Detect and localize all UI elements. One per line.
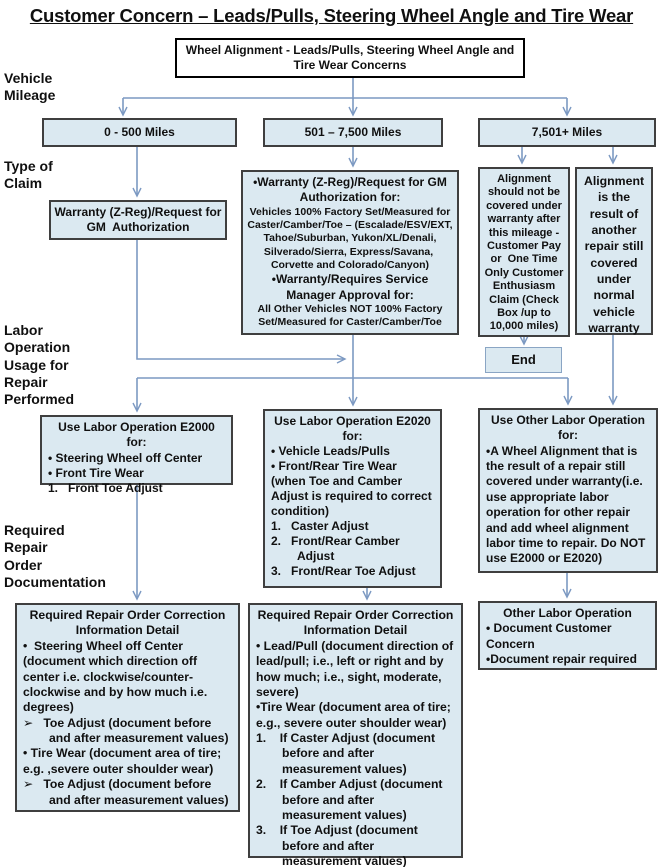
e2020-bullet-2: • Front/Rear Tire Wear (when Toe and Cam… bbox=[271, 459, 432, 518]
docs-right-bullet-2: •Document repair required bbox=[486, 652, 637, 667]
end-box: End bbox=[485, 347, 562, 373]
e2020-step-2: 2. Front/Rear Camber Adjust bbox=[271, 534, 400, 563]
page-title: Customer Concern – Leads/Pulls, Steering… bbox=[29, 5, 634, 26]
mileage-box-0-500-label: 0 - 500 Miles bbox=[104, 124, 175, 139]
e2000-bullet-2: • Front Tire Wear bbox=[48, 466, 144, 481]
end-box-label: End bbox=[511, 351, 536, 367]
docs-left-title: Required Repair Order Correction Informa… bbox=[29, 608, 226, 638]
claim-warranty-box: Warranty (Z-Reg)/Request for GM Authoriz… bbox=[49, 200, 227, 240]
e2000-step-1: 1. Front Toe Adjust bbox=[48, 481, 163, 496]
mileage-box-501-7500-label: 501 – 7,500 Miles bbox=[304, 124, 402, 139]
docs-left-bullet-1: • Steering Wheel off Center (document wh… bbox=[23, 638, 208, 715]
claim-heading-1: •Warranty (Z-Reg)/Request for GM Authori… bbox=[253, 175, 447, 205]
root-box: Wheel Alignment - Leads/Pulls, Steering … bbox=[175, 38, 525, 78]
labor-e2020-box: Use Labor Operation E2020 for: • Vehicle… bbox=[263, 409, 442, 588]
docs-right-title: Other Labor Operation bbox=[503, 606, 632, 620]
claim-subtext-2: All Other Vehicles NOT 100% Factory Set/… bbox=[257, 303, 443, 329]
mileage-box-7501-plus-label: 7,501+ Miles bbox=[531, 124, 603, 139]
e2020-step-3: 3. Front/Rear Toe Adjust bbox=[271, 564, 416, 578]
docs-mid-bullet-1: • Lead/Pull (document direction of lead/… bbox=[256, 638, 454, 699]
docs-left-bullet-2: • Tire Wear (document area of tire; e.g.… bbox=[23, 746, 222, 776]
claim-subtext-1: Vehicles 100% Factory Set/Measured for C… bbox=[247, 205, 453, 272]
claim-no-warranty-box: Alignment should not be covered under wa… bbox=[478, 167, 570, 337]
docs-right-bullet-1: • Document Customer Concern bbox=[486, 621, 612, 651]
e2020-step-1: 1. Caster Adjust bbox=[271, 519, 369, 533]
labor-other-box: Use Other Labor Operation for: •A Wheel … bbox=[478, 408, 658, 573]
docs-mid-step-3: 3. If Toe Adjust (document before and af… bbox=[256, 823, 418, 867]
claim-other-repair-box: Alignment is the result of another repai… bbox=[575, 167, 653, 335]
connector-warranty-to-trunk bbox=[136, 240, 347, 364]
labor-other-heading: Use Other Labor Operation for: bbox=[490, 413, 646, 443]
mileage-box-501-7500: 501 – 7,500 Miles bbox=[263, 118, 443, 147]
e2000-heading: Use Labor Operation E2000 for: bbox=[58, 420, 215, 450]
docs-other-box: Other Labor Operation • Document Custome… bbox=[478, 601, 657, 670]
docs-mid-step-2: 2. If Camber Adjust (document before and… bbox=[256, 777, 443, 822]
docs-e2000-box: Required Repair Order Correction Informa… bbox=[15, 603, 240, 812]
e2020-heading: Use Labor Operation E2020 for: bbox=[274, 414, 431, 443]
claim-warranty-authorization-box: •Warranty (Z-Reg)/Request for GM Authori… bbox=[241, 170, 459, 335]
row-label-required-repair-order: Required Repair Order Documentation bbox=[4, 522, 106, 591]
docs-mid-step-1: 1. If Caster Adjust (document before and… bbox=[256, 731, 435, 776]
row-label-labor-operation: Labor Operation Usage for Repair Perform… bbox=[4, 322, 75, 408]
docs-mid-bullet-2: •Tire Wear (document area of tire; e.g.,… bbox=[256, 700, 451, 730]
docs-mid-title: Required Repair Order Correction Informa… bbox=[257, 608, 454, 638]
claim-warranty-box-label: Warranty (Z-Reg)/Request for GM Authoriz… bbox=[54, 204, 222, 234]
claim-heading-2: •Warranty/Requires Service Manager Appro… bbox=[271, 272, 429, 302]
labor-e2000-box: Use Labor Operation E2000 for: • Steerin… bbox=[40, 415, 233, 495]
labor-other-bullet-1: •A Wheel Alignment that is the result of… bbox=[486, 443, 646, 566]
docs-left-arrow-1: ➢ Toe Adjust (document before and after … bbox=[23, 715, 229, 745]
mileage-box-0-500: 0 - 500 Miles bbox=[42, 118, 237, 147]
row-label-vehicle-mileage: Vehicle Mileage bbox=[4, 70, 56, 104]
e2000-bullet-1: • Steering Wheel off Center bbox=[48, 450, 203, 465]
row-label-type-of-claim: Type of Claim bbox=[4, 158, 53, 192]
docs-e2020-box: Required Repair Order Correction Informa… bbox=[248, 603, 463, 867]
root-box-label: Wheel Alignment - Leads/Pulls, Steering … bbox=[185, 42, 515, 72]
e2020-bullet-1: • Vehicle Leads/Pulls bbox=[271, 444, 390, 458]
mileage-box-7501-plus: 7,501+ Miles bbox=[478, 118, 656, 147]
docs-left-arrow-2: ➢ Toe Adjust (document before and after … bbox=[23, 777, 229, 807]
